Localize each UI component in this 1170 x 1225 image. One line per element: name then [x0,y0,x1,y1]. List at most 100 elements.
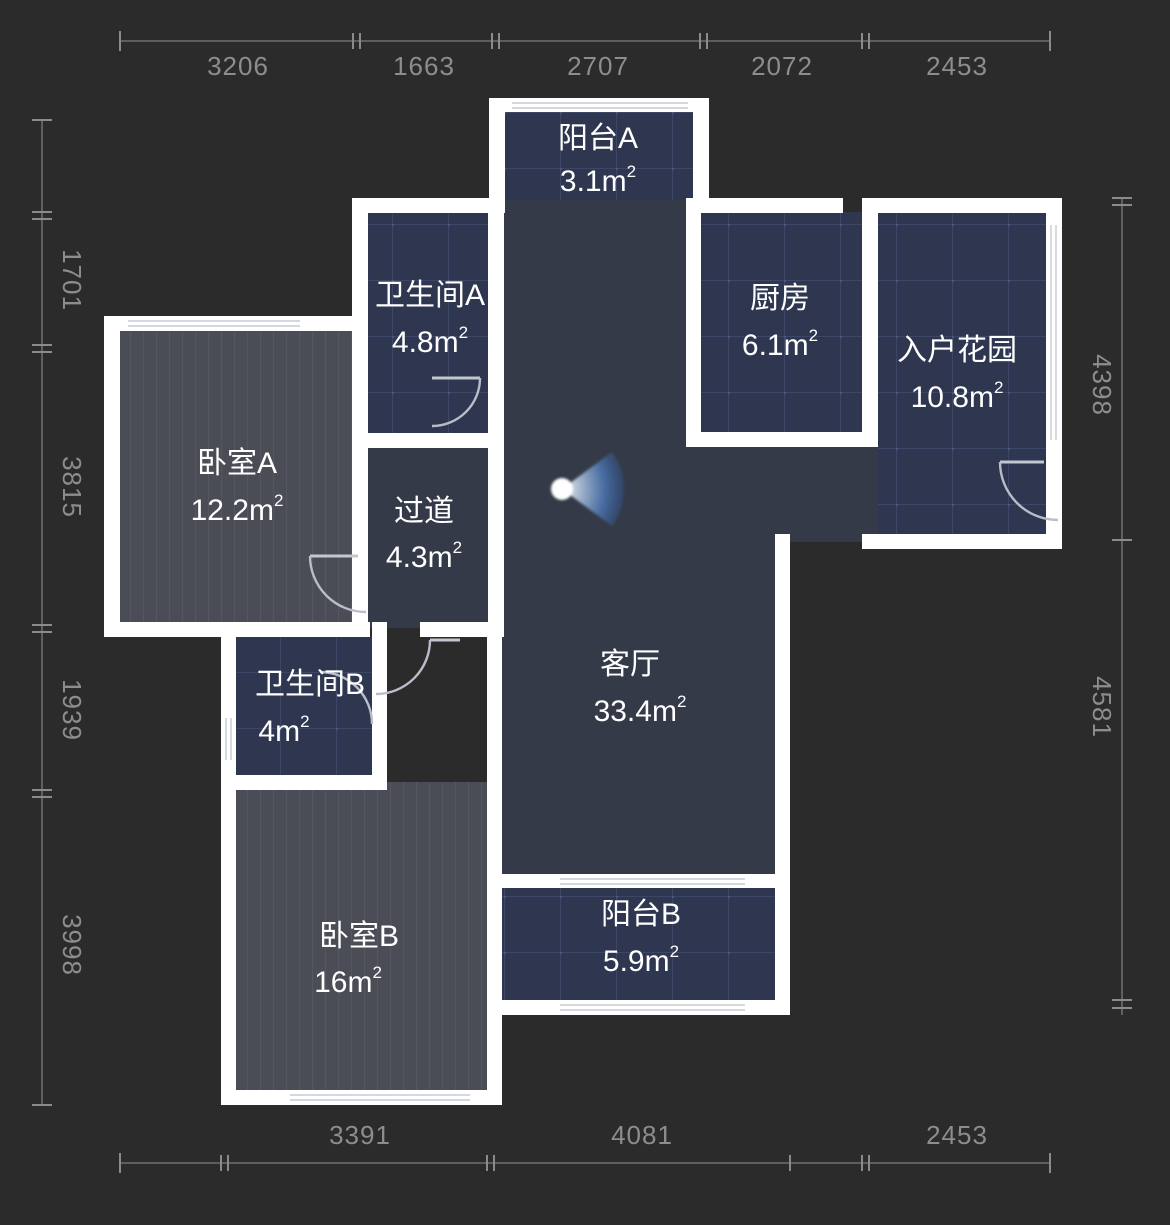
dim-top-3: 2072 [751,51,813,81]
room-name: 卫生间A [375,279,485,312]
room-name: 过道 [394,495,454,528]
viewpoint-dot [551,478,573,500]
floor-bathroom-b [235,636,387,776]
wall-corridor-left [352,433,368,637]
dim-right-1: 4581 [1087,676,1117,738]
room-area: 12.2m2 [191,491,284,526]
dimension-lines [32,31,1132,1173]
room-name: 入户花园 [897,334,1017,367]
wall-bedroom-b-bottom [221,1090,502,1105]
wall-balcony-b-bottom [487,1000,790,1015]
floor-bedroom-a [118,330,358,625]
walls [104,98,1062,1105]
room-area: 4m2 [258,712,309,747]
dim-left-3: 3998 [57,914,87,976]
dim-top-2: 2707 [567,51,629,81]
wall-balcony-b-right [775,874,790,1014]
wall-balcony-a-right [693,98,709,210]
wall-bathroom-a-bottom [352,433,504,448]
room-area: 10.8m2 [911,378,1004,413]
room-label-bedroom-b: 卧室B 16m2 [314,920,399,999]
floor-balcony-b [497,884,787,1002]
wall-corridor-right [488,433,504,633]
window-balcony-b-bottom [560,1004,745,1011]
room-area: 4.8m2 [392,323,468,358]
dim-ticks-left [32,119,52,1106]
wall-bathroom-a-right [488,198,504,448]
room-area: 16m2 [314,963,382,998]
room-label-bathroom-a: 卫生间A 4.8m2 [375,279,485,359]
wall-garden-bottom [862,534,1062,549]
dim-ticks-right [1112,197,1132,1009]
dim-bottom-0: 3391 [329,1120,391,1150]
viewpoint-marker[interactable] [551,452,625,526]
floor-fills [118,110,1062,1102]
wall-bedroom-a-top [104,316,368,331]
dim-bottom-1: 4081 [611,1120,673,1150]
floor-living-upper [497,200,700,440]
doors [308,376,1059,725]
wall-corridor-bottom [420,622,504,637]
dim-ticks-top [119,31,1051,51]
wall-bedroom-b-left [221,775,236,1105]
window-balcony-b-top [560,878,745,885]
room-name: 阳台B [601,898,681,931]
wall-garden-right [1046,198,1062,548]
floor-entry-garden [878,212,1062,542]
dim-left-2: 1939 [57,679,87,741]
dim-top-1: 1663 [393,51,455,81]
window-bathroom-b [225,718,232,760]
door-arc-bedroom-a [308,555,367,614]
door-arc-entry [998,461,1059,522]
room-area: 5.9m2 [603,942,679,977]
room-name: 卧室A [197,447,277,480]
wall-balcony-b-top [487,874,790,888]
wall-top-right-run [862,198,1062,213]
room-label-bathroom-b: 卫生间B 4m2 [255,668,365,748]
wall-kitchen-right [862,198,878,446]
floor-corridor [368,440,488,628]
dim-left-0: 1701 [57,249,87,311]
windows [128,102,1057,1101]
door-arc-bathroom-a [431,377,482,428]
wall-bedroom-a-bottom [104,622,370,637]
room-name: 厨房 [750,282,810,315]
room-area: 3.1m2 [560,162,636,197]
floor-balcony-a [505,110,695,200]
wall-bathroom-b-bottom [221,775,387,790]
room-area: 33.4m2 [594,692,687,727]
window-balcony-a [512,102,688,109]
window-bedroom-b [290,1094,470,1101]
wall-bathroom-b-right [372,622,387,790]
wall-bathroom-b-left [221,622,236,790]
room-name: 客厅 [600,648,660,681]
wall-top-left-run [352,198,505,213]
wall-bedroom-b-right [487,622,502,1105]
dim-right-0: 4398 [1087,354,1117,416]
room-name: 卫生间B [255,668,365,701]
floor-bedroom-b [235,782,487,1102]
room-label-corridor: 过道 4.3m2 [386,495,462,574]
room-label-entry-garden: 入户花园 10.8m2 [897,334,1017,414]
dim-bottom-2: 2453 [926,1120,988,1150]
door-arc-bathroom-b2 [319,670,374,725]
room-label-living-room: 客厅 33.4m2 [594,648,687,728]
floor-bathroom-a [368,212,488,434]
wall-balcony-a-top [489,98,709,112]
dim-ticks-bottom [119,1153,1051,1173]
room-label-bedroom-a: 卧室A 12.2m2 [191,447,284,527]
wall-kitchen-bottom [686,432,878,447]
wall-bedroom-a-left [104,316,120,636]
room-name: 卧室B [319,920,399,953]
wall-top-mid-run [693,198,843,213]
room-name: 阳台A [558,122,638,155]
dim-top-4: 2453 [926,51,988,81]
room-label-balcony-a: 阳台A 3.1m2 [558,122,638,198]
room-label-balcony-b: 阳台B 5.9m2 [601,898,681,978]
room-labels: 阳台A 3.1m2 卫生间A 4.8m2 厨房 6.1m2 入户花园 10.8m… [191,122,1017,999]
viewpoint-cone [562,452,625,526]
wall-balcony-a-left [489,98,505,210]
floor-kitchen [700,212,866,434]
window-garden-right [1050,225,1057,440]
